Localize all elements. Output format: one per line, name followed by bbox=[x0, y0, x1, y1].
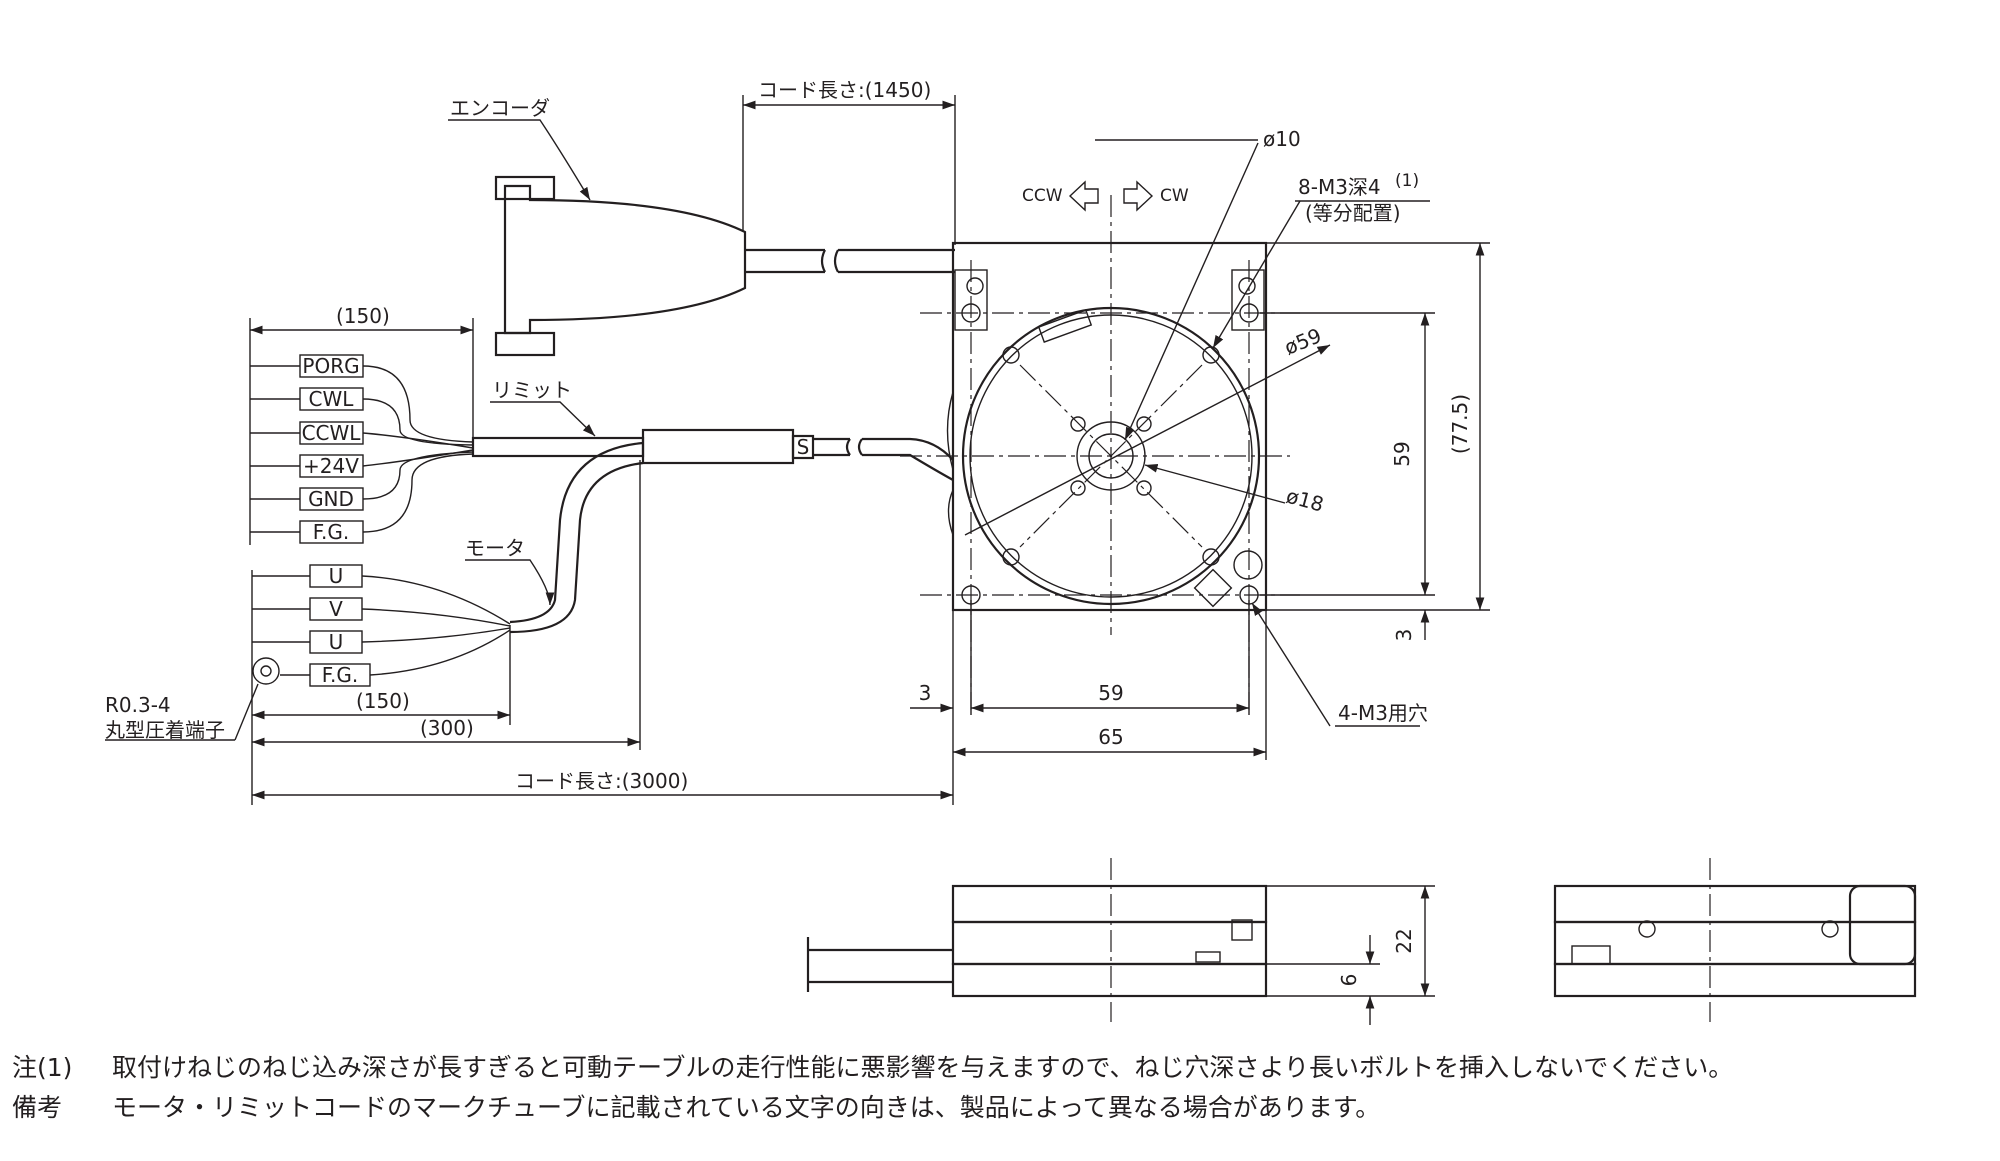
limit-wire-fg: F.G. bbox=[250, 453, 474, 544]
dim-59-horizontal: 59 bbox=[1098, 681, 1123, 705]
drawing-notes: 注(1) 取付けねじのねじ込み深さが長すぎると可動テーブルの走行性能に悪影響を与… bbox=[12, 1048, 1733, 1128]
motor-label: モータ bbox=[465, 536, 525, 560]
limit-wire-porg: PORG bbox=[250, 354, 474, 443]
cw-arrow-icon bbox=[1123, 180, 1154, 212]
leaders bbox=[105, 119, 1430, 741]
limit-wires: PORG CWL CCWL +24V GND F.G. bbox=[250, 354, 474, 544]
wire-label-motor-fg: F.G. bbox=[322, 663, 359, 687]
terminal-name: 丸型圧着端子 bbox=[105, 718, 225, 742]
motor-length-150: (150) bbox=[356, 689, 410, 713]
motor-wire-fg: F.G. bbox=[280, 629, 511, 687]
dia-10-label: ø10 bbox=[1263, 127, 1301, 151]
limit-label: リミット bbox=[492, 378, 572, 402]
encoder-cable bbox=[494, 175, 955, 357]
ccw-label: CCW bbox=[1022, 186, 1063, 206]
stage-side-view bbox=[806, 858, 1268, 1022]
note-tag: 備考 bbox=[12, 1093, 63, 1122]
wire-label-fg: F.G. bbox=[313, 520, 350, 544]
wire-label-24v: +24V bbox=[303, 454, 359, 478]
tap-holes bbox=[1002, 346, 1220, 566]
dim-59-vertical: 59 bbox=[1390, 441, 1414, 466]
limit-wire-cwl: CWL bbox=[250, 387, 474, 446]
motor-wire-u1: U bbox=[252, 564, 511, 625]
dim-65: 65 bbox=[1098, 725, 1123, 749]
hole-spec-label: 4-M3用穴 bbox=[1338, 701, 1428, 725]
stage-end-view bbox=[1553, 858, 1917, 1022]
dim-77-5: (77.5) bbox=[1448, 394, 1472, 454]
dim-3-vertical: 3 bbox=[1392, 629, 1416, 642]
motor-wires: U V U F.G. bbox=[252, 564, 511, 687]
dim-22: 22 bbox=[1392, 928, 1416, 953]
encoder-cord-length: コード長さ:(1450) bbox=[758, 78, 931, 102]
ccw-arrow-icon bbox=[1068, 180, 1099, 212]
terminal-spec: R0.3-4 bbox=[105, 693, 171, 717]
limit-wire-gnd: GND bbox=[250, 451, 474, 511]
dia-59-label: ø59 bbox=[1281, 323, 1325, 359]
note-tag: 注(1) bbox=[12, 1053, 73, 1082]
dimensions bbox=[249, 95, 1490, 1025]
motor-length-300: (300) bbox=[420, 716, 474, 740]
wire-label-ccwl: CCWL bbox=[302, 421, 362, 445]
note-row: 備考 モータ・リミットコードのマークチューブに記載されている文字の向きは、製品に… bbox=[12, 1088, 1733, 1128]
tap-arrangement-label: (等分配置) bbox=[1305, 201, 1401, 225]
limit-wire-ccwl: CCWL bbox=[250, 421, 474, 449]
wire-label-porg: PORG bbox=[302, 354, 359, 378]
dim-6: 6 bbox=[1337, 974, 1361, 987]
tap-note-mark: (1) bbox=[1395, 171, 1419, 191]
wire-label-u2: U bbox=[329, 630, 344, 654]
labels: エンコーダ コード長さ:(1450) (150) リミット モータ S R0.3… bbox=[105, 78, 1472, 986]
stage-top-view bbox=[900, 195, 1300, 710]
tap-spec-label: 8-M3深4 bbox=[1298, 175, 1381, 199]
limit-wire-24v: +24V bbox=[250, 449, 474, 478]
note-text: モータ・リミットコードのマークチューブに記載されている文字の向きは、製品によって… bbox=[112, 1093, 1381, 1122]
motor-cord-length: コード長さ:(3000) bbox=[515, 769, 688, 793]
cw-label: CW bbox=[1160, 186, 1189, 206]
tube-mark: S bbox=[797, 435, 810, 459]
note-text: 取付けねじのねじ込み深さが長すぎると可動テーブルの走行性能に悪影響を与えますので… bbox=[112, 1053, 1734, 1082]
encoder-label: エンコーダ bbox=[450, 96, 550, 120]
wire-label-cwl: CWL bbox=[309, 387, 355, 411]
wire-label-u1: U bbox=[329, 564, 344, 588]
note-row: 注(1) 取付けねじのねじ込み深さが長すぎると可動テーブルの走行性能に悪影響を与… bbox=[12, 1048, 1733, 1088]
motor-wire-u2: U bbox=[252, 627, 511, 654]
dim-3-horizontal: 3 bbox=[919, 681, 932, 705]
limit-cable bbox=[471, 428, 954, 634]
limit-length: (150) bbox=[336, 304, 390, 328]
dia-18-label: ø18 bbox=[1284, 484, 1327, 517]
rotation-arrows bbox=[1068, 180, 1154, 212]
ring-terminal bbox=[252, 657, 280, 685]
wire-label-v: V bbox=[329, 597, 343, 621]
motor-wire-v: V bbox=[252, 597, 511, 627]
wire-label-gnd: GND bbox=[308, 487, 354, 511]
